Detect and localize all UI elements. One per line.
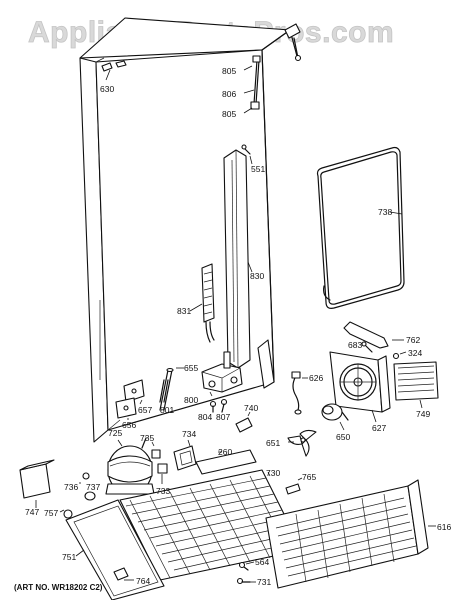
callout-740: 740 [244, 403, 258, 413]
part-683-clip [361, 341, 373, 353]
part-616-rear-cover [265, 479, 436, 589]
part-655-tube [159, 367, 184, 411]
part-735-relay [151, 441, 161, 459]
part-804-screw [209, 400, 217, 413]
callout-807: 807 [216, 412, 230, 422]
callout-801: 801 [160, 405, 174, 415]
part-650-fan-motor [321, 403, 349, 431]
callout-683: 683 [348, 340, 362, 350]
callout-324: 324 [408, 348, 422, 358]
part-747-bracket [19, 459, 55, 508]
callout-806: 806 [222, 89, 236, 99]
part-564-screw [238, 561, 255, 571]
part-764-foot [113, 567, 134, 581]
part-734-bracket [173, 439, 197, 471]
part-805-806-bolt-set [243, 55, 261, 114]
callout-735: 735 [140, 433, 154, 443]
part-656-bracket [115, 397, 137, 420]
callout-551: 551 [251, 164, 265, 174]
callout-651: 651 [266, 438, 280, 448]
callout-730: 730 [266, 468, 280, 478]
callout-626: 626 [309, 373, 323, 383]
part-736-grommet [79, 472, 90, 484]
callout-627: 627 [372, 423, 386, 433]
top-right-cap [284, 23, 302, 62]
callout-737: 737 [86, 482, 100, 492]
callout-260: 260 [218, 447, 232, 457]
callout-747: 747 [25, 507, 39, 517]
callout-765: 765 [302, 472, 316, 482]
part-733-overload [157, 463, 168, 484]
part-651-fan-blade [287, 429, 317, 457]
callout-labels: 630 805 806 805 551 738 830 831 655 683 … [25, 66, 451, 587]
callout-749: 749 [416, 409, 430, 419]
part-801-rod [159, 379, 169, 403]
callout-805-top: 805 [222, 66, 236, 76]
part-740-clip [235, 411, 253, 433]
part-260-base [195, 449, 257, 475]
callout-751: 751 [62, 552, 76, 562]
callout-655: 655 [184, 363, 198, 373]
callout-656: 656 [122, 420, 136, 430]
part-751-base-pan [65, 499, 165, 600]
callout-734: 734 [182, 429, 196, 439]
part-738-gasket-loop [316, 146, 405, 309]
callout-805-bottom: 805 [222, 109, 236, 119]
part-324-nut [392, 351, 407, 360]
callout-800: 800 [184, 395, 198, 405]
callout-736: 736 [64, 482, 78, 492]
callout-731: 731 [257, 577, 271, 587]
callout-630: 630 [100, 84, 114, 94]
part-627-fan-shroud [329, 351, 391, 423]
callout-830: 830 [250, 271, 264, 281]
part-757-fitting [59, 509, 73, 519]
callout-757: 757 [44, 508, 58, 518]
cabinet [79, 17, 299, 443]
part-831-heater [189, 263, 215, 343]
callout-733: 733 [156, 486, 170, 496]
part-800-control [201, 351, 243, 397]
part-725-compressor [105, 437, 155, 495]
callout-764: 764 [136, 576, 150, 586]
callout-657: 657 [138, 405, 152, 415]
part-762-tube [343, 321, 404, 349]
part-737-grommet [84, 491, 96, 501]
callout-650: 650 [336, 432, 350, 442]
callout-616: 616 [437, 522, 451, 532]
part-626-sensor [291, 371, 308, 415]
callout-725: 725 [108, 428, 122, 438]
part-749-panel [393, 361, 439, 409]
part-765-clip [285, 477, 303, 495]
part-630-clip [101, 60, 127, 81]
art-number: (ART NO. WR18202 C2) [14, 583, 103, 592]
part-657-bracket [123, 379, 145, 405]
part-551-screw [241, 144, 253, 165]
part-731-screw [236, 577, 256, 585]
callout-804: 804 [198, 412, 212, 422]
part-807-screw [220, 398, 228, 413]
callout-831: 831 [177, 306, 191, 316]
callout-762: 762 [406, 335, 420, 345]
callout-738: 738 [378, 207, 392, 217]
callout-564: 564 [255, 557, 269, 567]
